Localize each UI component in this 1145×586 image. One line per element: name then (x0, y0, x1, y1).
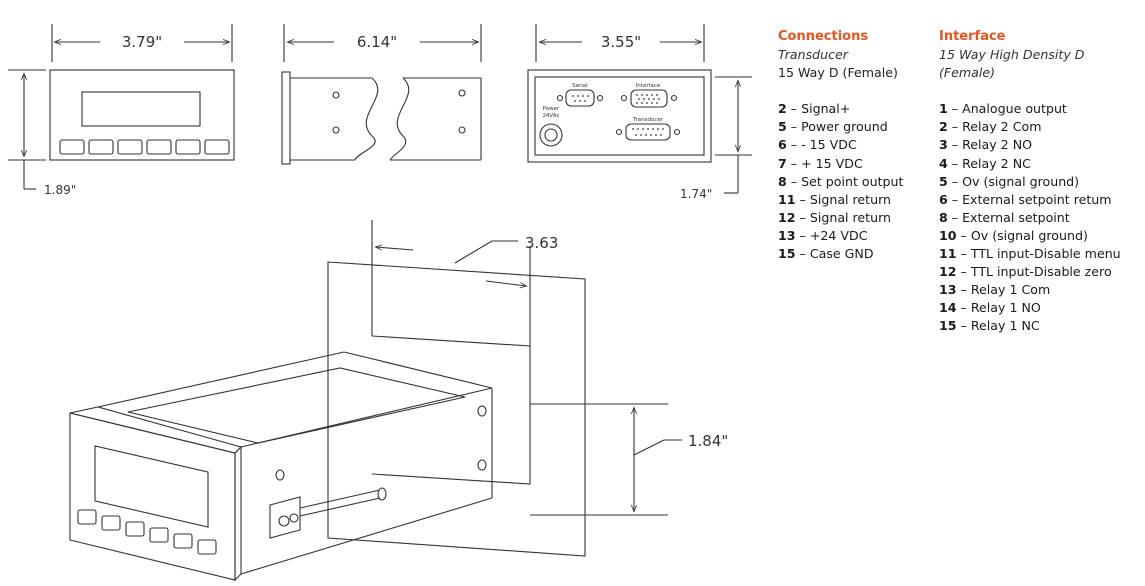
pin-description: TTL input-Disable zero (970, 264, 1112, 280)
pin-description: Signal return (809, 209, 892, 225)
pin-description: Relay 1 Com (970, 282, 1051, 298)
pin-row: 12 – TTL input-Disable zero (939, 264, 1112, 280)
connections-subtitle: Transducer (778, 47, 848, 63)
pin-description: Relay 2 Com (962, 119, 1042, 135)
pin-row: 13 – Relay 1 Com (939, 282, 1051, 298)
interface-subtitle-1: 15 Way High Density D (939, 47, 1085, 63)
rear-power-label: Power (543, 106, 560, 112)
pin-number: 12 (778, 209, 796, 225)
pin-description: External setpoint (962, 209, 1070, 225)
pin-row: 6 – External setpoint retum (939, 191, 1112, 207)
pin-row: 3 – Relay 2 NO (939, 137, 1033, 153)
pin-row: 2 – Relay 2 Com (939, 119, 1042, 135)
pin-number: 6 (778, 137, 787, 153)
pin-description: External setpoint retum (962, 191, 1112, 207)
pin-row: 11 – TTL input-Disable menu (939, 246, 1121, 262)
pin-row: 1 – Analogue output (939, 101, 1067, 117)
pin-number: 11 (778, 191, 796, 207)
pin-number: 4 (939, 155, 948, 171)
pin-description: Ov (signal ground) (962, 173, 1080, 189)
rear-width-label: 3.55" (601, 33, 641, 51)
interface-pin-list: 1 – Analogue output 2 – Relay 2 Com 3 – Re… (939, 100, 1121, 335)
pin-number: 13 (939, 282, 957, 298)
pin-row: 8 – Set point output (778, 173, 904, 189)
pin-description: Ov (signal ground) (970, 227, 1088, 243)
pin-number: 12 (939, 264, 957, 280)
pin-description: + 15 VDC (801, 155, 863, 171)
connections-column: Connections Transducer 15 Way D (Female)… (778, 28, 903, 263)
pin-row: 8 – External setpoint (939, 209, 1070, 225)
pin-number: 2 (939, 119, 948, 135)
technical-drawing: 3.79" 1.89" 6.14" 3.55" 1.74" 3.63 1.84"… (8, 24, 752, 582)
pin-description: Signal+ (801, 101, 851, 117)
rear-transducer-label: Transducer (632, 117, 664, 123)
interface-title: Interface (939, 29, 1006, 44)
pin-description: Set point output (801, 173, 904, 189)
interface-subtitle-2: (Female) (939, 65, 996, 81)
interface-column: Interface 15 Way High Density D (Female)… (939, 28, 1121, 336)
pin-number: 8 (778, 173, 787, 189)
front-view (8, 24, 235, 190)
pin-description: Relay 2 NO (962, 137, 1033, 153)
pin-row: 15 – Relay 1 NC (939, 318, 1040, 334)
dimension-labels: 3.79" 1.89" 6.14" 3.55" 1.74" 3.63 1.84"… (44, 33, 728, 450)
pin-row: 5 – Power ground (778, 119, 888, 135)
rear-power-voltage-label: 24VAc (542, 113, 559, 119)
pin-number: 8 (939, 209, 948, 225)
pin-number: 3 (939, 137, 948, 153)
pin-description: +24 VDC (809, 227, 868, 243)
side-view (281, 24, 482, 165)
pin-description: Relay 1 NO (970, 300, 1041, 316)
isometric-view (69, 220, 682, 582)
pin-description: Analogue output (962, 101, 1067, 117)
front-height-label: 1.89" (44, 183, 76, 197)
pin-number: 1 (939, 101, 948, 117)
rear-view (527, 24, 752, 194)
pin-row: 10 – Ov (signal ground) (939, 227, 1088, 243)
pin-number: 14 (939, 300, 957, 316)
pin-description: Relay 2 NC (962, 155, 1031, 171)
rear-height-label: 1.74" (680, 187, 712, 201)
pin-row: 4 – Relay 2 NC (939, 155, 1031, 171)
pin-number: 15 (778, 246, 796, 262)
pin-row: 12 – Signal return (778, 209, 892, 225)
pin-row: 11 – Signal return (778, 191, 892, 207)
pin-row: 5 – Ov (signal ground) (939, 173, 1080, 189)
side-depth-label: 6.14" (357, 33, 397, 51)
pin-number: 6 (939, 191, 948, 207)
pin-number: 5 (778, 119, 787, 135)
connections-title: Connections (778, 29, 869, 44)
pin-description: - 15 VDC (801, 137, 857, 153)
pin-description: Signal return (809, 191, 892, 207)
cutout-height-label: 1.84" (688, 432, 728, 450)
connections-pin-list: 2 – Signal+ 5 – Power ground 6 – - 15 VDC 7… (778, 100, 903, 263)
pin-number: 7 (778, 155, 787, 171)
front-width-label: 3.79" (122, 33, 162, 51)
pin-description: Power ground (801, 119, 888, 135)
rear-serial-label: Serial (572, 83, 588, 89)
rear-interface-label: Interface (636, 83, 661, 89)
pin-number: 11 (939, 246, 957, 262)
pin-row: 6 – - 15 VDC (778, 137, 857, 153)
pin-number: 10 (939, 227, 957, 243)
pin-number: 15 (939, 318, 957, 334)
cutout-width-label: 3.63 (525, 234, 558, 252)
pin-row: 2 – Signal+ (778, 101, 851, 117)
pin-description: Relay 1 NC (970, 318, 1040, 334)
pin-number: 13 (778, 227, 796, 243)
pin-row: 7 – + 15 VDC (778, 155, 863, 171)
pin-description: Case GND (809, 246, 874, 262)
pin-row: 13 – +24 VDC (778, 227, 868, 243)
pin-number: 5 (939, 173, 948, 189)
pin-description: TTL input-Disable menu (970, 246, 1121, 262)
pin-row: 14 – Relay 1 NO (939, 300, 1041, 316)
pin-number: 2 (778, 101, 787, 117)
pin-row: 15 – Case GND (778, 246, 874, 262)
connections-type: 15 Way D (Female) (778, 65, 898, 81)
